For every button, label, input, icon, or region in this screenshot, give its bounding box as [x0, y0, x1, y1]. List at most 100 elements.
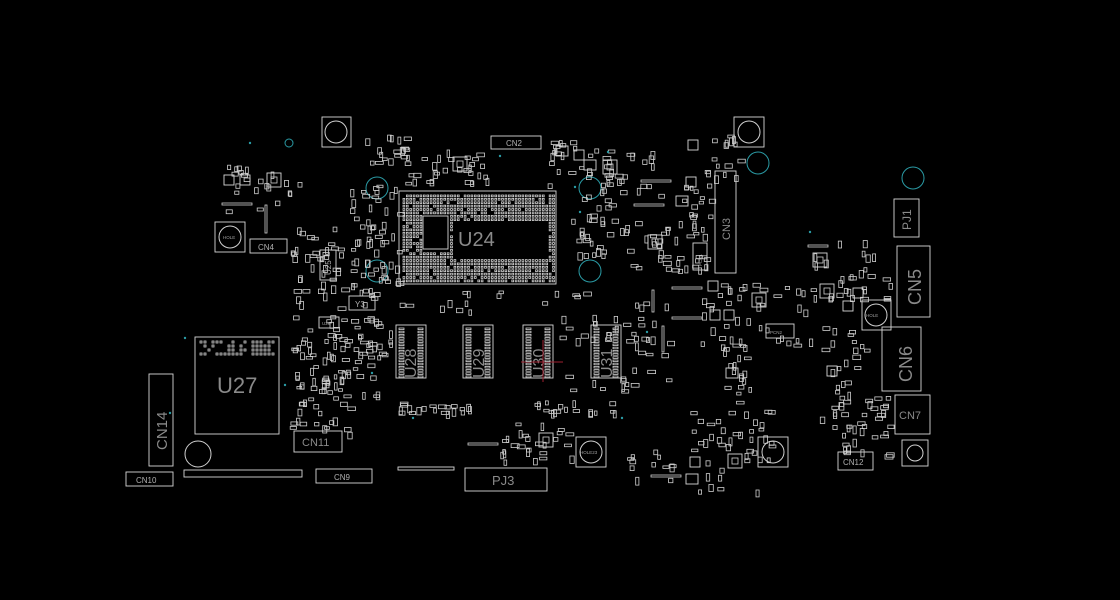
- bga-ball: [484, 276, 487, 279]
- bga-ball: [456, 197, 460, 201]
- passive-component: [332, 267, 342, 273]
- small-ic: [812, 252, 828, 268]
- memory-pad: [417, 346, 424, 350]
- thin-part: [264, 204, 268, 234]
- memory-pad: [593, 369, 600, 372]
- small-part: [707, 280, 719, 292]
- bga-ball: [511, 211, 514, 215]
- passive-component: [387, 134, 392, 142]
- bga-ball: [433, 272, 436, 276]
- bga-ball: [215, 340, 219, 344]
- bga-ball: [528, 259, 531, 262]
- passive-component: [317, 288, 325, 295]
- memory-pad: [593, 346, 600, 350]
- passive-component: [360, 189, 367, 194]
- passive-component: [625, 382, 630, 387]
- memory-pad: [484, 365, 491, 369]
- bga-ball: [436, 255, 440, 259]
- bga-ball: [409, 272, 412, 276]
- passive-component: [664, 303, 669, 312]
- bga-ball: [416, 235, 419, 239]
- memory-pad: [484, 333, 491, 337]
- passive-component: [467, 290, 471, 299]
- bga-ball: [436, 197, 440, 201]
- bga-ball: [243, 348, 247, 352]
- bga-ball: [419, 242, 423, 245]
- passive-component: [381, 221, 387, 230]
- bga-ball: [402, 265, 406, 269]
- bga-ball: [507, 272, 511, 276]
- via: [645, 330, 649, 334]
- passive-component: [585, 233, 590, 242]
- passive-component: [553, 437, 559, 442]
- passive-component: [290, 421, 299, 426]
- passive-component: [710, 327, 716, 337]
- bga-ball: [514, 211, 518, 215]
- bga-ball: [480, 265, 484, 269]
- bga-ball: [446, 269, 450, 272]
- bga-ball: [426, 194, 429, 198]
- bga-ball: [405, 262, 409, 266]
- passive-component: [322, 251, 330, 257]
- chip-outline: [522, 324, 554, 379]
- passive-component: [365, 138, 371, 146]
- passive-component: [551, 409, 555, 419]
- small-part: [826, 365, 838, 377]
- bga-ball: [494, 197, 497, 201]
- bga-ball: [504, 269, 508, 272]
- bga-ball: [409, 228, 412, 232]
- bga-ball: [535, 194, 538, 198]
- memory-pad: [593, 353, 600, 356]
- bga-ball: [525, 214, 528, 218]
- bga-ball: [467, 211, 470, 215]
- passive-component: [381, 157, 388, 161]
- bga-ball: [501, 208, 504, 211]
- bga-ball: [542, 262, 545, 266]
- chip-outline: [590, 324, 622, 379]
- passive-component: [650, 336, 656, 346]
- bga-ball: [528, 204, 531, 208]
- bga-ball: [433, 252, 436, 256]
- bga-ball: [419, 265, 423, 269]
- bga-ball: [433, 279, 436, 283]
- memory-pad: [612, 346, 619, 350]
- memory-pad: [544, 375, 551, 379]
- passive-component: [852, 354, 862, 361]
- connector-cn9: [315, 468, 373, 484]
- bga-ball: [426, 265, 429, 269]
- bga-ball: [416, 194, 419, 198]
- bga-ball: [528, 272, 531, 276]
- bga-ball: [223, 352, 227, 356]
- bga-ball: [521, 276, 525, 279]
- bga-ball: [535, 214, 538, 218]
- bga-ball: [487, 214, 491, 218]
- bga-ball: [535, 276, 538, 279]
- bga-ball: [456, 269, 460, 272]
- bga-ball: [514, 276, 518, 279]
- passive-component: [698, 489, 702, 495]
- passive-component: [714, 175, 719, 185]
- bga-ball: [497, 276, 501, 279]
- bga-ball: [473, 218, 477, 222]
- passive-component: [354, 360, 362, 365]
- memory-pad: [525, 362, 532, 366]
- passive-component: [391, 233, 395, 242]
- bga-ball: [426, 252, 429, 256]
- memory-pad: [484, 369, 491, 372]
- passive-component: [309, 353, 317, 358]
- bga-ball: [453, 269, 457, 272]
- passive-component: [356, 239, 362, 246]
- bga-ball: [480, 201, 484, 205]
- passive-component: [668, 477, 674, 484]
- small-ic: [727, 453, 743, 469]
- memory-pad: [398, 337, 405, 340]
- passive-component: [293, 289, 303, 294]
- passive-component: [704, 169, 711, 175]
- bga-ball: [477, 265, 480, 269]
- passive-component: [666, 227, 670, 236]
- small-ic-core: [270, 176, 278, 184]
- bga-ball: [477, 204, 480, 208]
- passive-component: [389, 192, 395, 200]
- passive-component: [329, 420, 335, 425]
- passive-component: [406, 154, 410, 162]
